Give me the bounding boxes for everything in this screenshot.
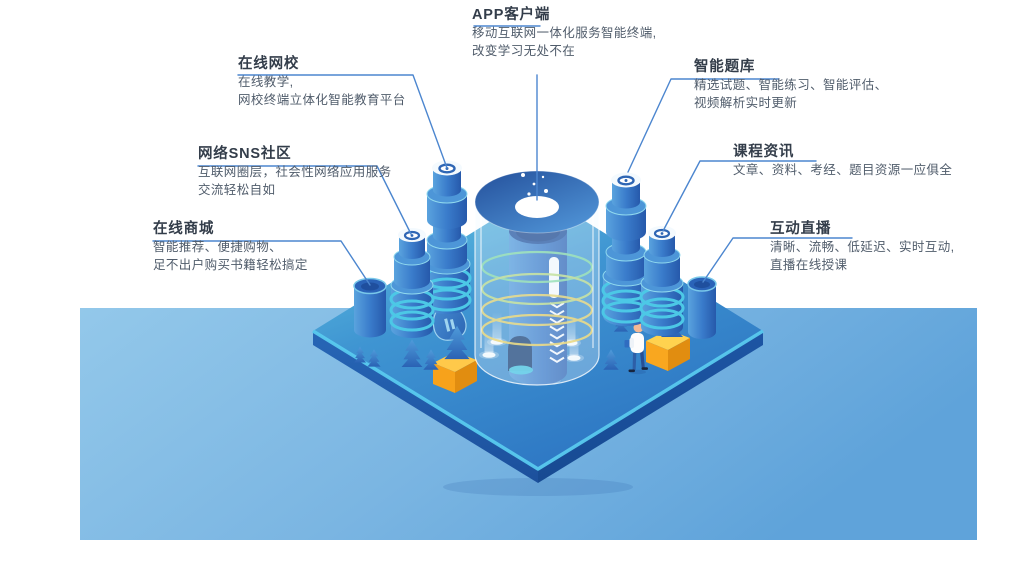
feature-desc: 文章、资料、考经、题目资源一应俱全 <box>733 163 953 177</box>
connector-live-broadcast <box>702 237 853 283</box>
feature-desc: 智能推荐、便捷购物、 <box>153 240 283 254</box>
connector-online-school <box>237 74 448 169</box>
tube-opening <box>515 196 559 218</box>
callout-sns-community: 网络SNS社区 互联网圈层，社会性网络应用服务 交流轻松自如 <box>198 145 392 199</box>
feature-desc: 交流轻松自如 <box>198 183 276 197</box>
feature-desc: 互联网圈层，社会性网络应用服务 <box>198 165 392 179</box>
feature-desc: 改变学习无处不在 <box>472 44 576 58</box>
callout-question-bank: 智能题库 精选试题、智能练习、智能评估、 视频解析实时更新 <box>694 58 888 112</box>
tower-sns-community <box>389 226 435 340</box>
callout-online-school: 在线网校 在线教学, 网校终端立体化智能教育平台 <box>238 55 406 109</box>
connector-sns-community <box>197 165 412 235</box>
feature-desc: 移动互联网一体化服务智能终端, <box>472 26 657 40</box>
feature-title: 课程资讯 <box>733 144 795 160</box>
connector-course-info <box>662 160 817 232</box>
feature-title: 在线商城 <box>153 221 215 237</box>
platform-rim <box>312 329 764 471</box>
connector-lines <box>152 25 853 286</box>
feature-title: 在线网校 <box>238 56 300 72</box>
connector-question-bank <box>627 78 780 173</box>
callout-online-mall: 在线商城 智能推荐、便捷购物、 足不出户购买书籍轻松搞定 <box>153 220 308 274</box>
cylinder-mall <box>353 277 387 338</box>
sparkles <box>521 169 548 196</box>
cylinder-live <box>687 276 717 339</box>
feature-desc: 视频解析实时更新 <box>694 96 798 110</box>
feature-title: 互动直播 <box>770 221 832 237</box>
feature-desc: 清晰、流畅、低延迟、实时互动, <box>770 240 955 254</box>
feature-desc: 网校终端立体化智能教育平台 <box>238 93 406 107</box>
feature-desc: 直播在线授课 <box>770 258 848 272</box>
glass-tube <box>474 169 600 386</box>
tower-course-info <box>639 224 685 338</box>
callout-app-client: APP客户端 移动互联网一体化服务智能终端, 改变学习无处不在 <box>472 6 656 60</box>
connector-online-mall <box>152 240 371 286</box>
feature-desc: 在线教学, <box>238 75 294 89</box>
feature-title: 智能题库 <box>694 59 756 75</box>
feature-title: APP客户端 <box>472 7 551 23</box>
callout-course-info: 课程资讯 文章、资料、考经、题目资源一应俱全 <box>733 143 952 179</box>
callout-live-broadcast: 互动直播 清晰、流畅、低延迟、实时互动, 直播在线授课 <box>770 220 954 274</box>
feature-desc: 精选试题、智能练习、智能评估、 <box>694 78 888 92</box>
energy-rings <box>480 250 594 347</box>
window-slot <box>549 257 559 298</box>
feature-title: 网络SNS社区 <box>198 146 292 162</box>
feature-desc: 足不出户购买书籍轻松搞定 <box>153 258 308 272</box>
